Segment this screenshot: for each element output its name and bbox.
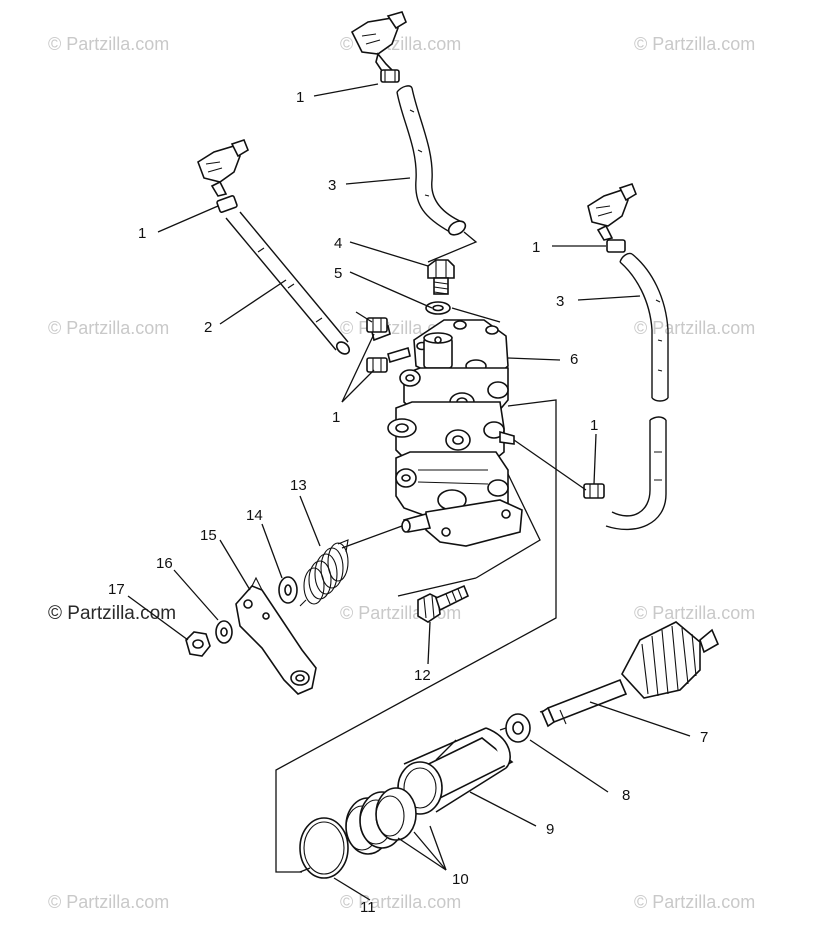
callout-1: 1	[138, 225, 146, 242]
hose-clamp-left	[216, 195, 238, 213]
washer-16	[215, 620, 233, 644]
watermark: © Partzilla.com	[340, 892, 462, 912]
callout-3: 3	[328, 177, 336, 194]
callout-16: 16	[156, 555, 173, 572]
hose-clamp-lower-right	[583, 483, 605, 499]
watermark: © Partzilla.com	[48, 892, 170, 912]
o-ring-11	[299, 817, 349, 879]
washer-5	[425, 301, 451, 315]
bushing-sleeve-9	[397, 727, 514, 815]
callout-17: 17	[108, 581, 125, 598]
callout-7: 7	[700, 729, 708, 746]
control-lever-15	[235, 576, 317, 695]
callout-10: 10	[452, 871, 469, 888]
watermark: © Partzilla.com	[48, 34, 170, 54]
hose-lower-right	[605, 416, 667, 531]
nozzle-fitting-left	[197, 139, 249, 197]
callout-3: 3	[556, 293, 564, 310]
callout-12: 12	[414, 667, 431, 684]
callout-1: 1	[532, 239, 540, 256]
thrust-washer-8	[505, 713, 531, 743]
nut-17	[185, 631, 211, 657]
drive-shaft-gear-7	[541, 621, 720, 728]
hose-3-top-center	[396, 85, 467, 236]
watermark: © Partzilla.com	[634, 892, 756, 912]
callout-1: 1	[332, 409, 340, 426]
bolt-12	[417, 584, 470, 623]
hose-3-right	[619, 252, 669, 402]
watermark: © Partzilla.com	[48, 318, 170, 338]
callout-13: 13	[290, 477, 307, 494]
banjo-bolt-4	[427, 259, 455, 295]
hose-2-left	[225, 211, 351, 355]
callout-11: 11	[360, 899, 376, 916]
watermark: © Partzilla.com	[634, 34, 756, 54]
oil-seal-10	[345, 787, 417, 855]
nozzle-fitting-right	[587, 183, 637, 241]
watermark: © Partzilla.com	[634, 603, 756, 623]
coil-spring-13	[299, 539, 349, 607]
callout-6: 6	[570, 351, 578, 368]
oil-pump-body-6	[371, 319, 523, 547]
washer-14	[278, 576, 298, 604]
callout-labels: 1 1 1 1 1 2 3 3 4 5 6 7 8 9 10 11 12 13 …	[108, 89, 708, 916]
callout-8: 8	[622, 787, 630, 804]
callout-5: 5	[334, 265, 342, 282]
callout-15: 15	[200, 527, 217, 544]
callout-9: 9	[546, 821, 554, 838]
nozzle-fitting-top-center	[350, 11, 407, 76]
leader-lines	[127, 83, 691, 901]
callout-1: 1	[296, 89, 304, 106]
watermark: © Partzilla.com	[634, 318, 756, 338]
callout-2: 2	[204, 319, 212, 336]
callout-4: 4	[334, 235, 342, 252]
callout-14: 14	[246, 507, 263, 524]
hose-clamp-top-center	[380, 69, 400, 83]
hose-clamp-right	[606, 239, 626, 253]
hose-clamp-pump-lower	[366, 357, 388, 373]
callout-1: 1	[590, 417, 598, 434]
